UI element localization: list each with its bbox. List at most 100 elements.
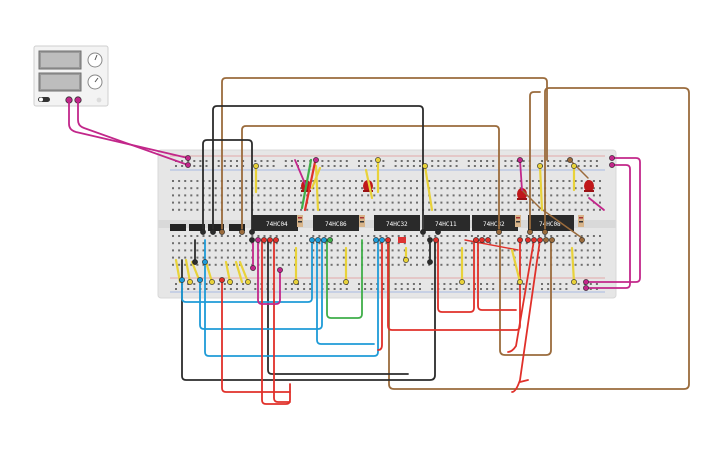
wire[interactable]: [499, 239, 552, 356]
wire-pin[interactable]: [267, 237, 273, 243]
wire-pin[interactable]: [227, 279, 233, 285]
wire-pin[interactable]: [609, 155, 615, 161]
jumper-wire[interactable]: [364, 168, 374, 200]
wire-pin[interactable]: [549, 237, 555, 243]
wire-pin[interactable]: [321, 237, 327, 243]
power-supply[interactable]: [33, 45, 109, 107]
wire[interactable]: [388, 87, 690, 390]
wire-pin[interactable]: [249, 229, 255, 235]
wire-pin[interactable]: [219, 229, 225, 235]
jumper-wire[interactable]: [423, 164, 434, 212]
wire-pin[interactable]: [517, 157, 523, 163]
jumper-wire[interactable]: [234, 260, 244, 284]
wire[interactable]: [519, 379, 529, 383]
wire-pin[interactable]: [250, 265, 256, 271]
wire[interactable]: [585, 157, 641, 283]
wire[interactable]: [202, 139, 253, 233]
wire[interactable]: [77, 99, 189, 166]
jumper-wire[interactable]: [204, 260, 214, 284]
wire-pin[interactable]: [517, 237, 523, 243]
wire-pin[interactable]: [583, 285, 589, 291]
wire-pin[interactable]: [435, 229, 441, 235]
jumper-wire[interactable]: [314, 164, 320, 212]
wire-pin[interactable]: [277, 267, 283, 273]
wire-pin[interactable]: [542, 229, 548, 235]
wire-pin[interactable]: [485, 237, 491, 243]
wire-pin[interactable]: [249, 237, 255, 243]
wire[interactable]: [204, 239, 379, 357]
wire-pin[interactable]: [245, 279, 251, 285]
wire[interactable]: [241, 125, 500, 233]
jumper-wire[interactable]: [538, 164, 544, 212]
wire-pin[interactable]: [192, 259, 198, 265]
chip-74hc04[interactable]: 74HC04: [252, 215, 298, 231]
wire-pin[interactable]: [427, 237, 433, 243]
wire-pin[interactable]: [239, 229, 245, 235]
wire-pin[interactable]: [327, 237, 333, 243]
wire-pin[interactable]: [385, 237, 391, 243]
jumper-wire[interactable]: [310, 166, 322, 190]
wire[interactable]: [257, 239, 281, 305]
wire-pin[interactable]: [197, 277, 203, 283]
jumper-wire[interactable]: [570, 246, 576, 284]
wire-pin[interactable]: [343, 279, 349, 285]
jumper-wire[interactable]: [238, 260, 250, 284]
wire-pin[interactable]: [200, 229, 206, 235]
wire[interactable]: [521, 189, 583, 239]
wire[interactable]: [377, 239, 383, 351]
jumper-wire[interactable]: [303, 160, 317, 212]
wire[interactable]: [68, 99, 189, 159]
chip-74hc86[interactable]: 74HC86: [313, 215, 359, 231]
chip-74hc32-b[interactable]: 74HC32: [472, 215, 518, 231]
wire-pin[interactable]: [496, 229, 502, 235]
wire[interactable]: [507, 239, 535, 353]
wire-pin[interactable]: [422, 163, 428, 169]
wire[interactable]: [529, 91, 541, 233]
wire[interactable]: [437, 239, 475, 313]
wire-pin[interactable]: [537, 237, 543, 243]
wire-pin[interactable]: [531, 237, 537, 243]
wire[interactable]: [316, 239, 375, 345]
wire-pin[interactable]: [202, 259, 208, 265]
wire[interactable]: [267, 239, 409, 375]
wire-pin[interactable]: [293, 279, 299, 285]
wire[interactable]: [273, 239, 291, 403]
wire-pin[interactable]: [209, 279, 215, 285]
wire-pin[interactable]: [375, 157, 381, 163]
wire-pin[interactable]: [315, 237, 321, 243]
wire-pin[interactable]: [379, 237, 385, 243]
wire-pin[interactable]: [261, 237, 267, 243]
wire-pin[interactable]: [373, 237, 379, 243]
wire-pin[interactable]: [609, 162, 615, 168]
wire-pin[interactable]: [433, 237, 439, 243]
jumper-wire[interactable]: [224, 260, 232, 284]
wire[interactable]: [477, 239, 517, 311]
wire-pin[interactable]: [185, 162, 191, 168]
wire-pin[interactable]: [255, 237, 261, 243]
wire[interactable]: [212, 105, 424, 233]
wire[interactable]: [221, 77, 548, 233]
wire-pin[interactable]: [420, 229, 426, 235]
wire[interactable]: [569, 159, 589, 179]
wire-pin[interactable]: [210, 229, 216, 235]
wire-pin[interactable]: [543, 237, 549, 243]
wire[interactable]: [519, 159, 523, 191]
wire-pin[interactable]: [427, 259, 433, 265]
wire-pin[interactable]: [185, 155, 191, 161]
wire-pin[interactable]: [313, 157, 319, 163]
chip-74hc32-a[interactable]: 74HC32: [374, 215, 420, 231]
wire-pin[interactable]: [479, 237, 485, 243]
wire[interactable]: [199, 239, 323, 330]
wire[interactable]: [221, 279, 291, 393]
wire-pin[interactable]: [273, 237, 279, 243]
jumper-wire[interactable]: [510, 248, 522, 284]
wire-pin[interactable]: [309, 237, 315, 243]
wire[interactable]: [181, 239, 436, 381]
wire[interactable]: [585, 164, 631, 289]
wire-pin[interactable]: [525, 237, 531, 243]
chip-74hc08[interactable]: 74HC08: [528, 215, 574, 231]
wire[interactable]: [181, 239, 313, 303]
wire[interactable]: [588, 197, 605, 211]
wire[interactable]: [294, 159, 307, 187]
wire-pin[interactable]: [187, 279, 193, 285]
